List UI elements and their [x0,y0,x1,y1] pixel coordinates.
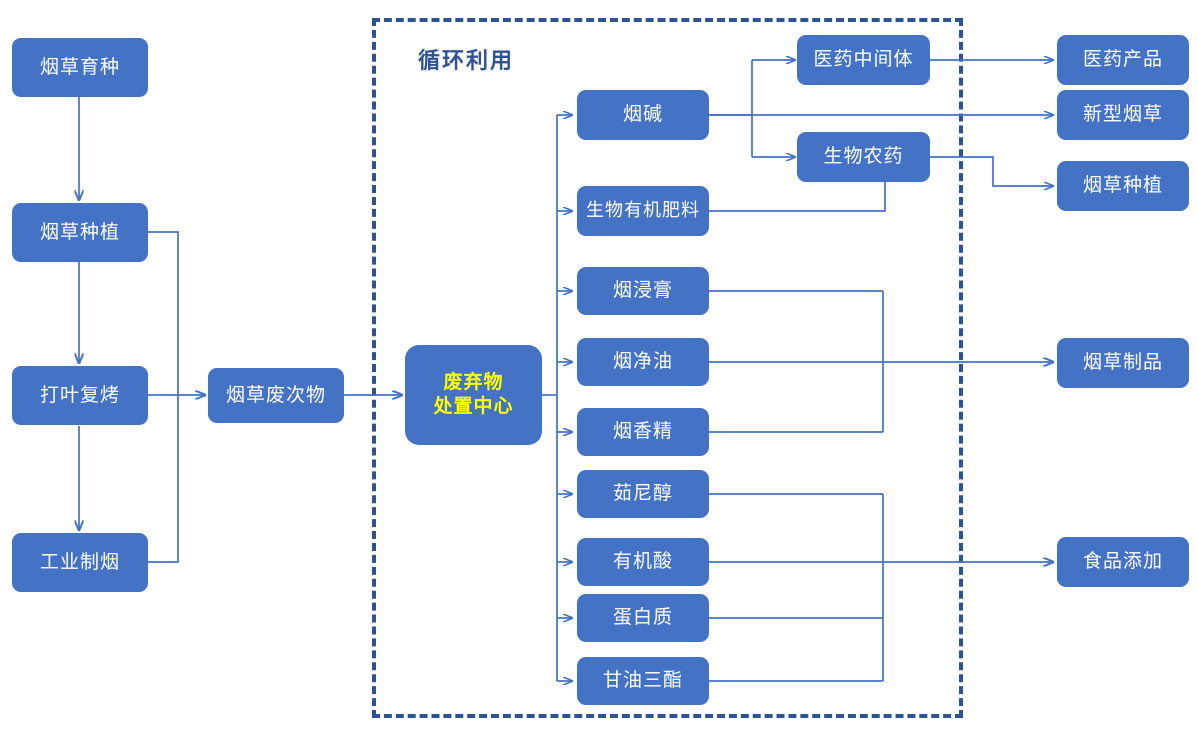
node-nicotine[interactable]: 烟碱 [577,90,709,140]
node-pharmaceutical-products[interactable]: 医药产品 [1057,35,1189,85]
recycling-group-boundary [372,18,963,718]
node-food-additive[interactable]: 食品添加 [1057,537,1189,587]
node-threshing-redrying[interactable]: 打叶复烤 [12,366,148,425]
node-tobacco-planting[interactable]: 烟草种植 [12,203,148,262]
node-new-tobacco[interactable]: 新型烟草 [1057,90,1189,140]
node-bio-organic-fertilizer[interactable]: 生物有机肥料 [577,186,709,236]
node-tobacco-extract[interactable]: 烟浸膏 [577,267,709,315]
node-waste-disposal-center[interactable]: 废弃物 处置中心 [405,345,542,445]
node-tobacco-flavor[interactable]: 烟香精 [577,408,709,456]
node-triglyceride[interactable]: 甘油三酯 [577,657,709,705]
node-tobacco-breeding[interactable]: 烟草育种 [12,38,148,97]
node-tobacco-planting-output[interactable]: 烟草种植 [1057,161,1189,211]
node-pharmaceutical-intermediate[interactable]: 医药中间体 [797,35,930,85]
node-organic-acid[interactable]: 有机酸 [577,538,709,586]
node-biopesticide[interactable]: 生物农药 [797,132,930,182]
node-tobacco-waste[interactable]: 烟草废次物 [208,368,344,423]
node-refined-tobacco-oil[interactable]: 烟净油 [577,338,709,386]
group-title-recycling: 循环利用 [418,49,515,74]
node-tobacco-goods[interactable]: 烟草制品 [1057,338,1189,388]
node-solanesol[interactable]: 茹尼醇 [577,470,709,518]
node-industrial-cigarette[interactable]: 工业制烟 [12,533,148,592]
node-protein[interactable]: 蛋白质 [577,594,709,642]
